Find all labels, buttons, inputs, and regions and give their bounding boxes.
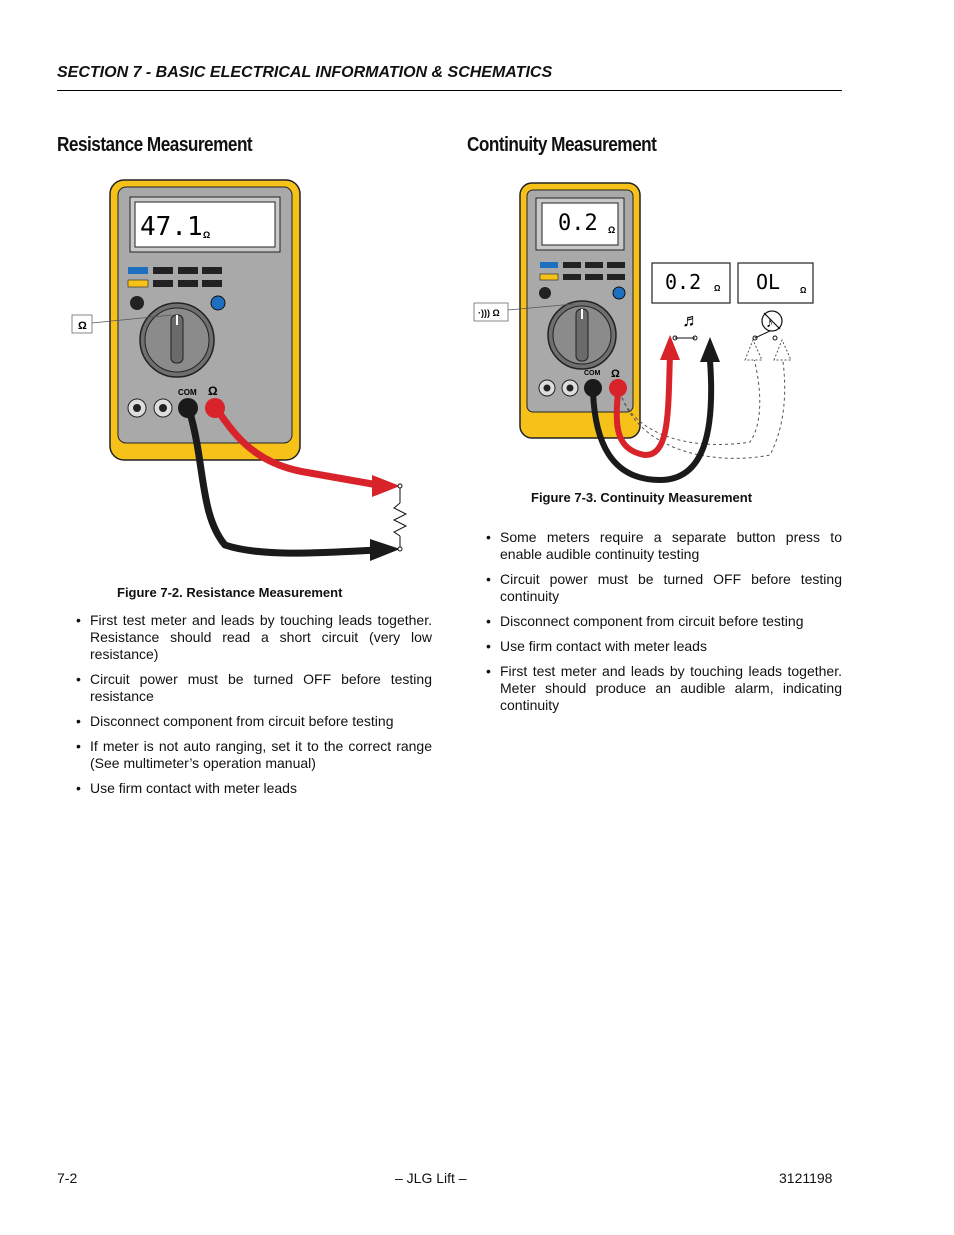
footer-center: – JLG Lift – xyxy=(395,1170,467,1186)
continuity-figure: 0.2 Ω ·))) Ω COM Ω ♬ ♪ 0.2 Ω xyxy=(473,182,814,484)
open-switch xyxy=(754,329,773,339)
closed-display-value: 0.2 xyxy=(665,270,701,294)
black-lead xyxy=(590,359,715,484)
section-header: SECTION 7 - BASIC ELECTRICAL INFORMATION… xyxy=(57,64,842,91)
doc-number: 3121198 xyxy=(779,1170,833,1186)
list-item: Circuit power must be turned OFF before … xyxy=(486,571,842,605)
dial-callout-label: ·))) Ω xyxy=(478,308,500,318)
list-item: If meter is not auto ranging, set it to … xyxy=(76,738,432,772)
resistance-bullets: First test meter and leads by touching l… xyxy=(76,612,432,805)
red-lead xyxy=(613,354,673,459)
list-item: Some meters require a separate button pr… xyxy=(486,529,842,563)
resistor-symbol xyxy=(392,502,408,537)
closed-circuit-display xyxy=(651,262,731,304)
svg-text:♪: ♪ xyxy=(766,314,773,330)
continuity-heading: Continuity Measurement xyxy=(467,134,657,156)
lcd-reading: 0.2 xyxy=(558,211,598,236)
com-label: COM xyxy=(178,388,197,397)
list-item: Use firm contact with meter leads xyxy=(486,638,842,655)
list-item: Use firm contact with meter leads xyxy=(76,780,432,797)
ohm-jack-label: Ω xyxy=(208,384,218,398)
no-beep-icon: ♪ xyxy=(761,310,783,332)
continuity-caption: Figure 7-3. Continuity Measurement xyxy=(531,490,753,505)
section-title: SECTION 7 - BASIC ELECTRICAL INFORMATION… xyxy=(57,64,553,81)
open-circuit-display xyxy=(737,262,814,304)
left-round-button xyxy=(130,296,144,310)
lcd-unit: Ω xyxy=(608,225,615,235)
black-lead xyxy=(186,412,377,557)
beep-icon: ♬ xyxy=(682,310,700,330)
resistance-figure: 47.1 Ω Ω COM Ω xyxy=(71,179,408,561)
continuity-bullets: Some meters require a separate button pr… xyxy=(486,529,842,722)
ohm-jack xyxy=(609,379,627,397)
list-item: First test meter and leads by touching l… xyxy=(76,612,432,663)
red-lead xyxy=(215,408,379,489)
right-round-button xyxy=(210,295,226,311)
svg-text:Ω: Ω xyxy=(714,284,721,293)
list-item: First test meter and leads by touching l… xyxy=(486,663,842,714)
list-item: Disconnect component from circuit before… xyxy=(486,613,842,630)
resistance-heading: Resistance Measurement xyxy=(57,134,253,156)
list-item: Circuit power must be turned OFF before … xyxy=(76,671,432,705)
com-label: COM xyxy=(584,370,601,377)
dial-callout-label: Ω xyxy=(78,320,87,332)
list-item: Disconnect component from circuit before… xyxy=(76,713,432,730)
yellow-button xyxy=(127,279,149,288)
page-number: 7-2 xyxy=(57,1170,78,1186)
svg-text:Ω: Ω xyxy=(800,286,807,295)
lcd-unit: Ω xyxy=(203,230,210,240)
ohm-jack-label: Ω xyxy=(611,368,620,380)
resistance-caption: Figure 7-2. Resistance Measurement xyxy=(117,585,343,600)
open-display-value: OL xyxy=(756,270,780,294)
com-jack xyxy=(584,379,602,397)
blue-button xyxy=(128,267,148,274)
lcd-reading: 47.1 xyxy=(140,212,203,242)
